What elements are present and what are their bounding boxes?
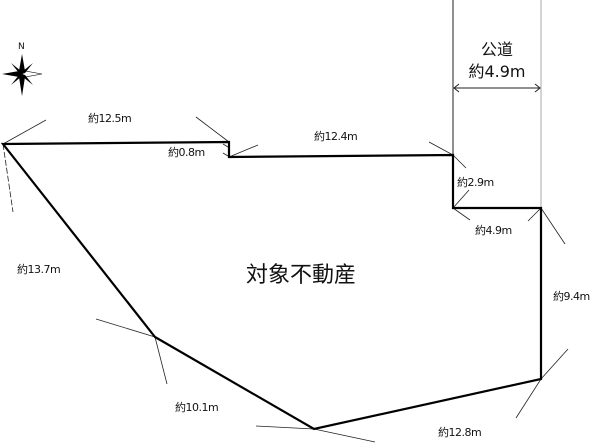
dimension-bottom-right: 約12.8m <box>438 426 482 439</box>
dimension-bottom-left: 約10.1m <box>175 401 219 414</box>
property-boundary <box>0 140 543 431</box>
dimension-left-side: 約13.7m <box>17 263 61 276</box>
dimension-ticks <box>2 116 569 443</box>
road-name: 公道 <box>480 40 513 59</box>
compass-rose-icon <box>2 54 43 96</box>
dimension-right-notch: 約4.9m <box>475 224 512 237</box>
road-width: 約4.9m <box>468 62 526 81</box>
compass-north-label: N <box>18 42 25 52</box>
road-width-arrow <box>453 83 541 93</box>
dimension-right-step: 約2.9m <box>457 176 494 189</box>
dimension-step-small: 約0.8m <box>168 146 205 159</box>
dimension-top-left: 約12.5m <box>88 112 132 125</box>
dimension-right-side: 約9.4m <box>553 290 590 303</box>
property-label: 対象不動産 <box>246 263 357 288</box>
dimension-top-middle: 約12.4m <box>314 130 358 143</box>
road-label: 公道 約4.9m <box>453 39 541 83</box>
